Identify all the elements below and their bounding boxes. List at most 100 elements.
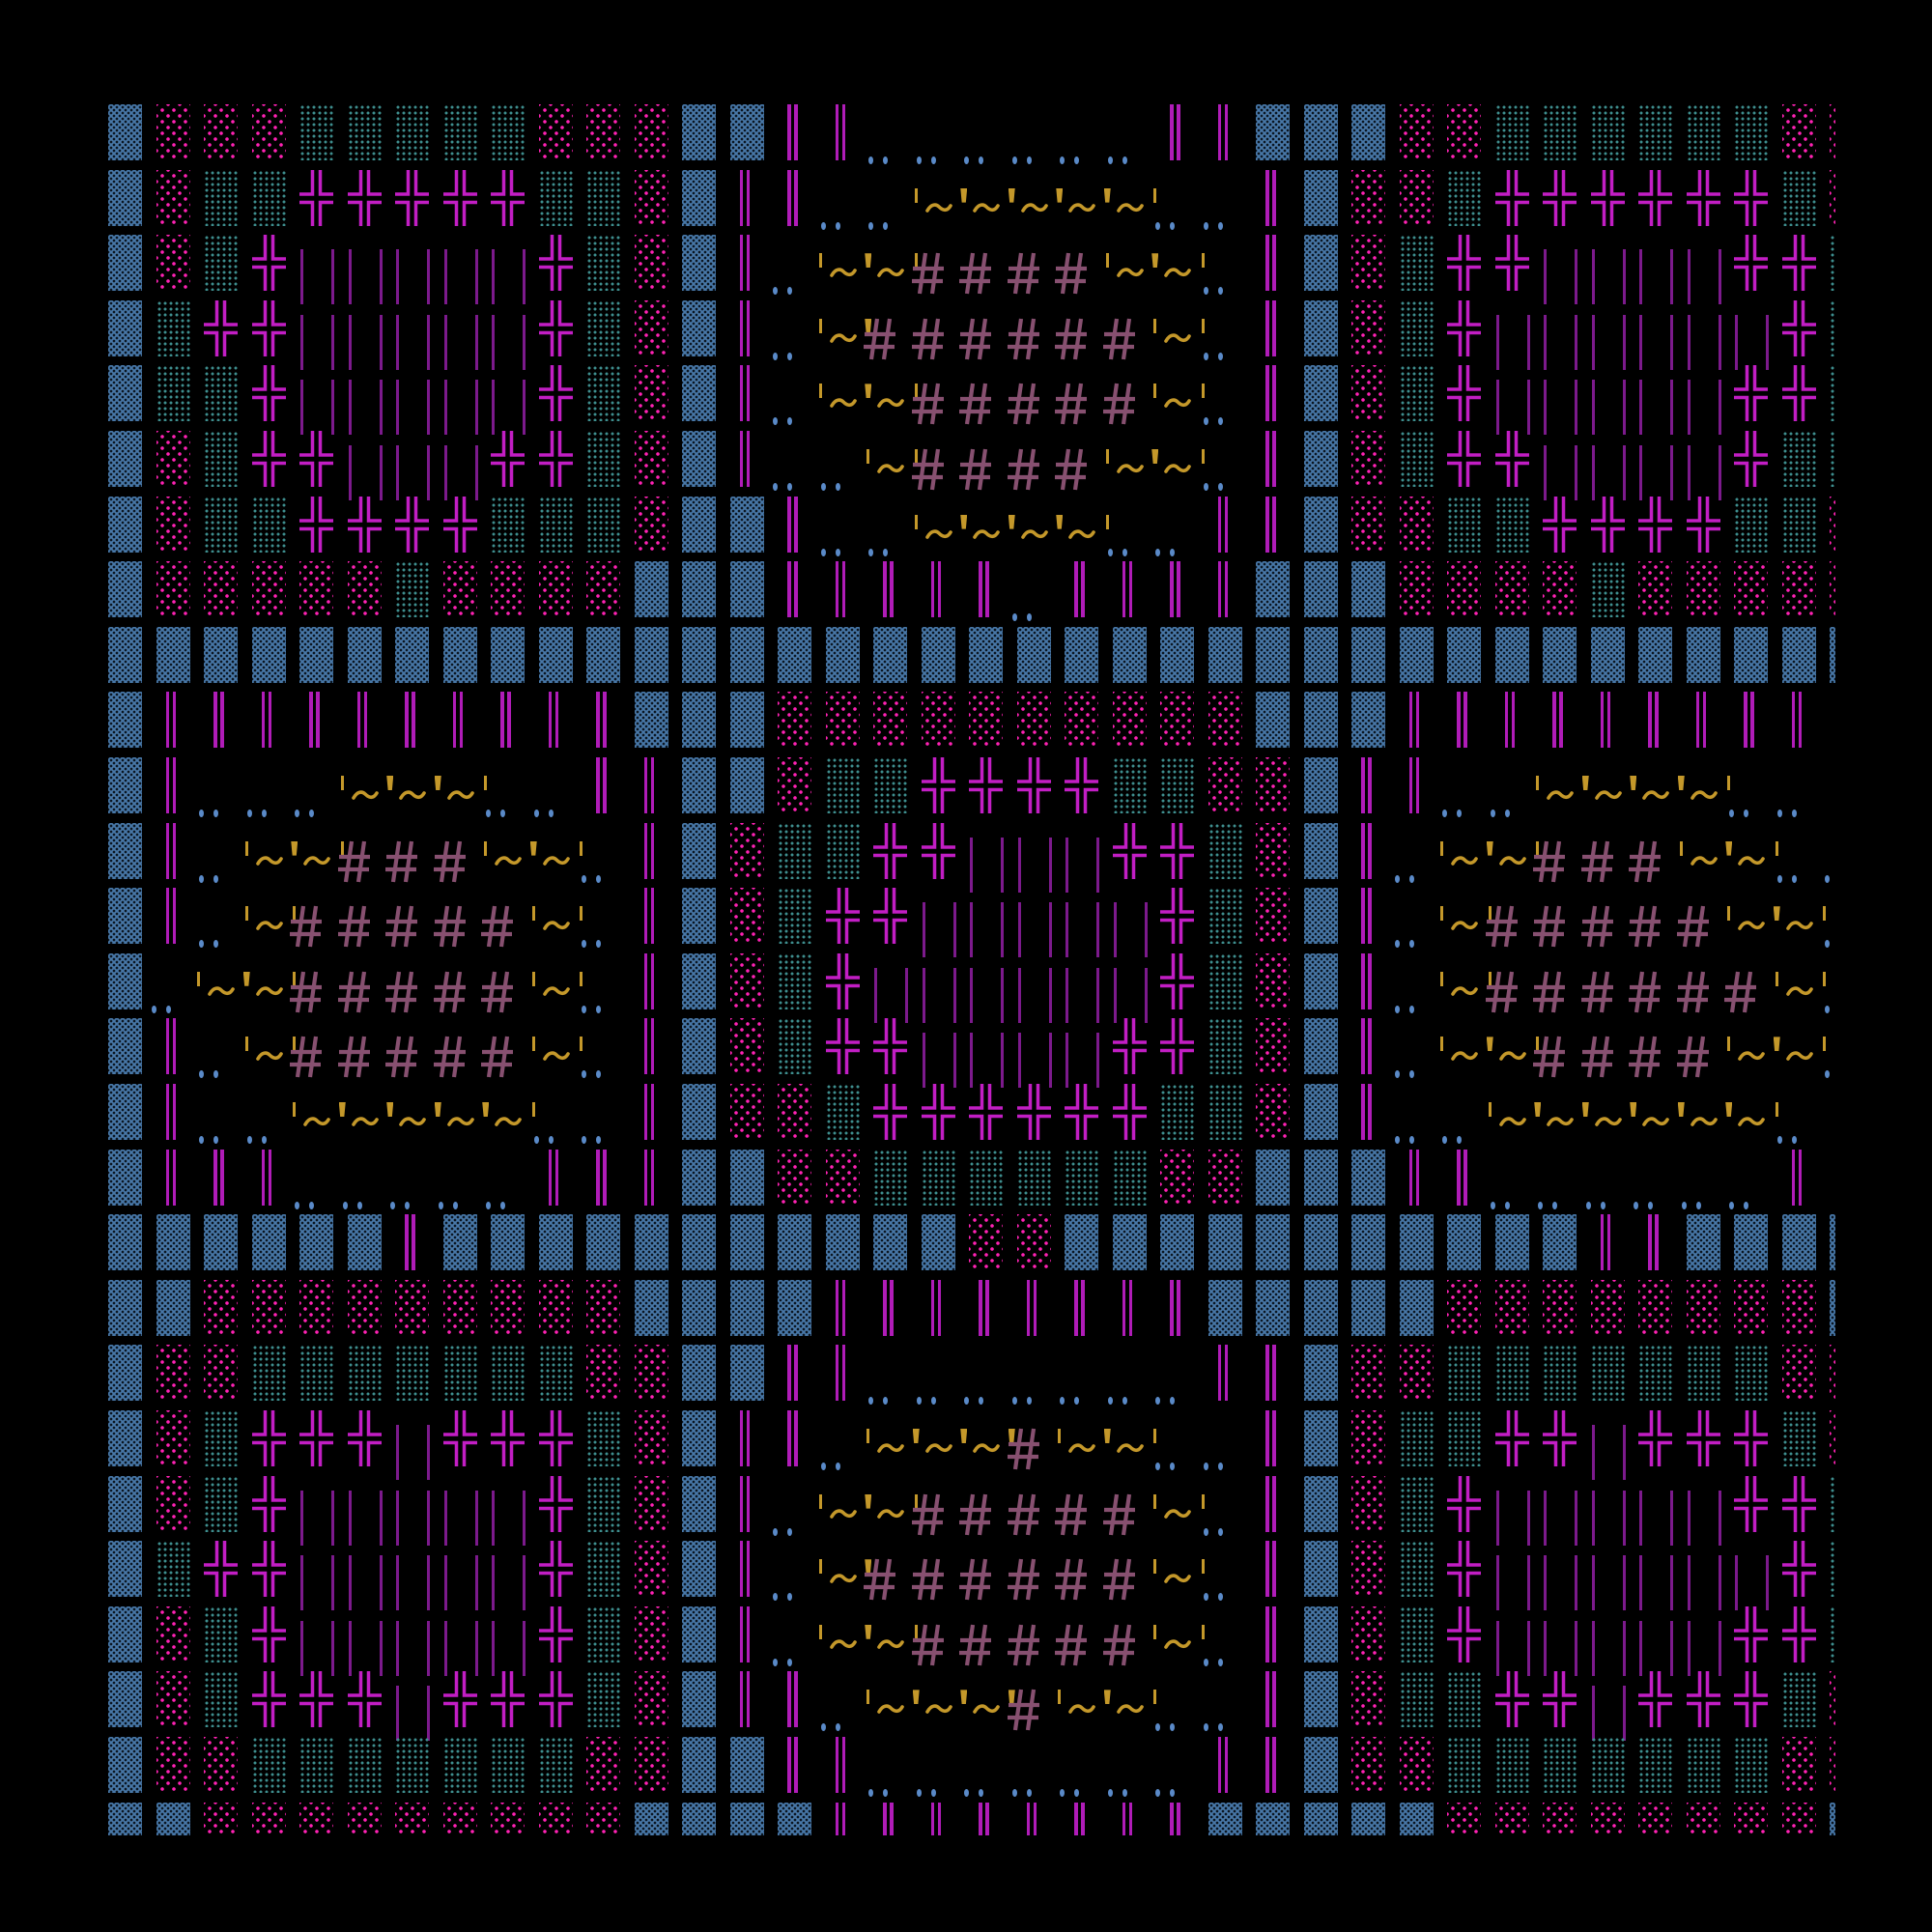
glyph-cell [820, 170, 874, 236]
glyph-cell [1351, 1214, 1400, 1280]
hash-glyph [1580, 905, 1613, 948]
double-bar-glyph [841, 1345, 845, 1402]
glyph-cell [491, 1606, 539, 1676]
glyph-cell [538, 1279, 587, 1346]
glyph-cell [1102, 365, 1161, 431]
double-cross-glyph [1447, 1475, 1481, 1532]
glyph-cell [538, 1214, 587, 1280]
dark-shade-block [1112, 626, 1147, 683]
glyph-cell [108, 235, 156, 300]
glyph-cell [1016, 1214, 1065, 1280]
glyph-cell [1638, 1606, 1687, 1676]
medium-shade-block [1399, 1475, 1434, 1532]
light-shade-block [491, 1279, 525, 1336]
hash-glyph [385, 905, 417, 948]
dot-glyph [582, 940, 586, 949]
dark-shade-block [1399, 1214, 1434, 1271]
dark-shade-block [634, 561, 668, 618]
glyph-cell [108, 692, 156, 757]
dark-shade-block [108, 431, 142, 487]
glyph-cell [873, 888, 922, 953]
single-bar-glyph [523, 380, 526, 436]
medium-shade-block [1686, 104, 1720, 160]
dot-glyph [405, 1201, 410, 1209]
glyph-cell [1256, 1410, 1304, 1476]
apostrophe-glyph [914, 1624, 918, 1639]
dark-shade-block [1303, 1671, 1338, 1728]
double-cross-glyph [1543, 496, 1577, 553]
single-bar-glyph [1495, 380, 1499, 436]
medium-shade-block [1734, 1737, 1768, 1793]
medium-shade-block [778, 822, 811, 879]
double-cross-glyph [299, 169, 333, 226]
double-bar-glyph [172, 757, 176, 813]
light-shade-block [1351, 496, 1385, 553]
glyph-cell [682, 1214, 730, 1280]
apostrophe-glyph [1727, 906, 1731, 922]
glyph-cell [1208, 888, 1257, 953]
glyph-cell [1585, 1150, 1639, 1215]
single-bar-glyph [1575, 445, 1577, 500]
dot-glyph [868, 156, 873, 164]
light-shade-block [634, 1737, 668, 1793]
double-quote-glyph [865, 253, 872, 269]
glyph-cell [1303, 1737, 1352, 1803]
medium-shade-block [347, 1737, 382, 1793]
dot-glyph [356, 1201, 362, 1209]
glyph-cell [826, 365, 874, 431]
glyph-cell [295, 1150, 348, 1215]
glyph-cell [1830, 235, 1835, 300]
glyph-cell [1399, 431, 1448, 497]
dot-glyph [1217, 287, 1223, 296]
single-bar-glyph [492, 249, 495, 305]
dark-shade-block [682, 1802, 716, 1835]
double-cross-glyph [442, 1410, 477, 1466]
double-bar-glyph [1033, 1279, 1037, 1336]
double-bar-glyph [1265, 169, 1269, 226]
dot-glyph [787, 352, 792, 360]
medium-shade-block [1543, 1737, 1577, 1793]
glyph-cell [586, 1605, 635, 1672]
glyph-cell [395, 561, 443, 627]
dot-glyph [1074, 156, 1079, 164]
glyph-cell [538, 235, 587, 300]
glyph-cell [347, 1737, 396, 1803]
dot-glyph [787, 1658, 792, 1666]
double-bar-glyph [1415, 692, 1419, 749]
single-bar-glyph [1096, 1033, 1099, 1089]
light-shade-block [825, 692, 860, 749]
hash-glyph [1007, 448, 1039, 491]
dot-glyph [1442, 1136, 1447, 1144]
apostrophe-glyph [580, 1037, 583, 1052]
glyph-cell [1160, 235, 1208, 300]
dark-shade-block [682, 365, 716, 422]
glyph-cell [299, 692, 348, 757]
single-bar-glyph [348, 249, 352, 305]
glyph-cell [1303, 1279, 1352, 1346]
hash-glyph [337, 971, 370, 1013]
light-shade-block [347, 1802, 382, 1835]
light-shade-block [1447, 561, 1481, 618]
double-bar-glyph [165, 1018, 169, 1075]
glyph-cell [1724, 953, 1782, 1019]
light-shade-block [634, 431, 668, 487]
dark-shade-block [1160, 1214, 1194, 1271]
glyph-cell [1591, 365, 1639, 436]
hash-glyph [1102, 384, 1135, 425]
double-bar-glyph [739, 169, 743, 226]
glyph-cell [582, 823, 635, 889]
dot-glyph [1122, 156, 1127, 164]
dot-glyph [1026, 1397, 1032, 1406]
glyph-cell [773, 1606, 826, 1672]
dark-shade-block [108, 496, 142, 553]
dot-glyph [916, 1789, 922, 1797]
glyph-cell [390, 1150, 443, 1215]
dark-shade-block [1065, 626, 1098, 683]
dot-glyph [1011, 1789, 1017, 1797]
tilde-glyph [1690, 1117, 1718, 1126]
double-cross-glyph [251, 431, 286, 487]
glyph-cell [959, 365, 1017, 431]
double-bar-glyph [1408, 757, 1412, 813]
glyph-cell [204, 1737, 252, 1803]
dot-glyph [1203, 287, 1208, 296]
